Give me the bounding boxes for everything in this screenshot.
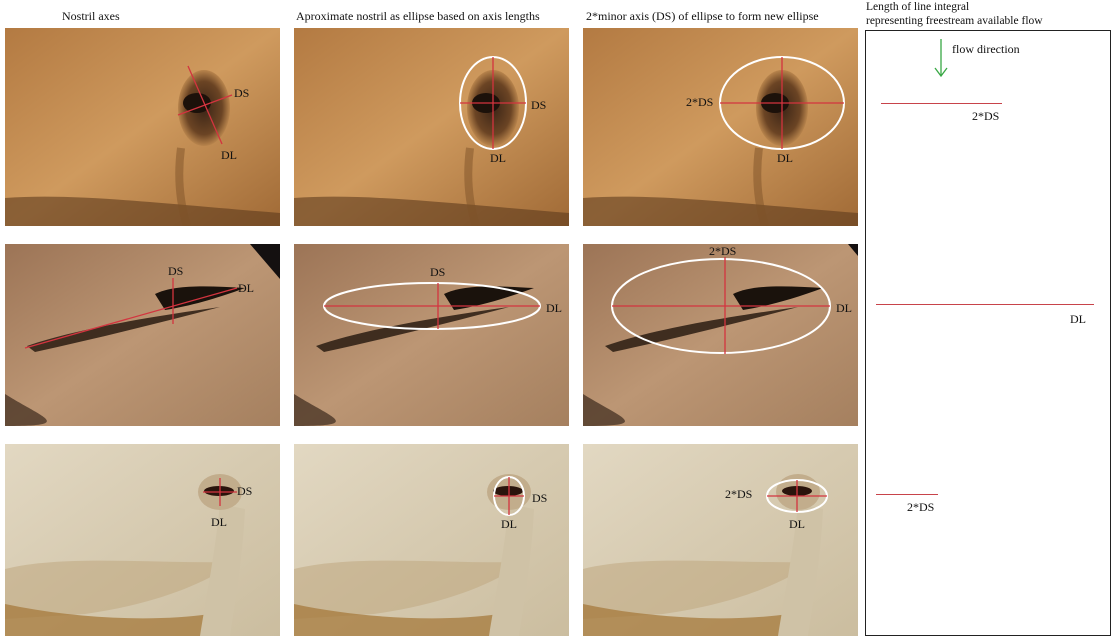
skin-photo [583, 28, 858, 226]
nostril-opening [493, 486, 523, 496]
two-ds-label: 2*DS [709, 244, 736, 258]
skin-photo [294, 28, 569, 226]
dl-label: DL [777, 151, 793, 165]
header-double-minor-axis: 2*minor axis (DS) of ellipse to form new… [586, 9, 819, 24]
row3-col2-panel: DS DL [294, 444, 569, 636]
skin-photo [5, 244, 280, 426]
freestream-line-row1 [881, 103, 1002, 104]
ds-label: DS [531, 98, 546, 112]
dl-label: DL [836, 301, 852, 315]
freestream-line-row2-label: DL [1070, 312, 1086, 327]
ds-label: DS [237, 484, 252, 498]
dl-label: DL [789, 517, 805, 531]
two-ds-label: 2*DS [686, 95, 713, 109]
side-panel-title-line1: Length of line integral [866, 1, 969, 13]
nostril-opening [204, 486, 234, 496]
two-ds-label: 2*DS [725, 487, 752, 501]
row3-col1-panel: DS DL [5, 444, 280, 636]
ds-label: DS [532, 491, 547, 505]
header-nostril-axes: Nostril axes [62, 9, 120, 24]
row1-col1-panel: DS DL [5, 28, 280, 226]
ds-label: DS [430, 265, 445, 279]
dl-label: DL [221, 148, 237, 162]
dl-label: DL [546, 301, 562, 315]
ds-label: DS [234, 86, 249, 100]
ds-label: DS [168, 264, 183, 278]
freestream-line-row3 [876, 494, 938, 495]
flow-direction-label: flow direction [952, 42, 1020, 57]
row1-col3-panel: 2*DS DL [583, 28, 858, 226]
dl-label: DL [211, 515, 227, 529]
skin-photo [583, 244, 858, 426]
side-panel-title-line2: representing freestream available flow [866, 15, 1043, 27]
line-integral-panel: flow direction 2*DS DL 2*DS [865, 30, 1111, 636]
header-approximate-ellipse: Aproximate nostril as ellipse based on a… [296, 9, 540, 24]
row2-col1-panel: DS DL [5, 244, 280, 426]
row2-col3-panel: 2*DS DL [583, 244, 858, 426]
freestream-line-row1-label: 2*DS [972, 109, 999, 124]
flow-arrow-icon [931, 37, 951, 87]
freestream-line-row2 [876, 304, 1094, 305]
row1-col2-panel: DS DL [294, 28, 569, 226]
row3-col3-panel: 2*DS DL [583, 444, 858, 636]
dl-label: DL [501, 517, 517, 531]
dl-label: DL [490, 151, 506, 165]
dl-label: DL [238, 281, 254, 295]
row2-col2-panel: DS DL [294, 244, 569, 426]
freestream-line-row3-label: 2*DS [907, 500, 934, 515]
skin-photo [5, 28, 280, 226]
